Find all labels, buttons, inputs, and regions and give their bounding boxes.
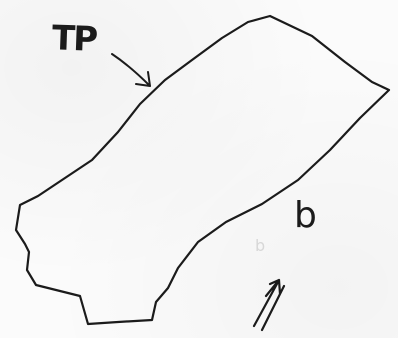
tip-arrow-icon (112, 54, 150, 86)
faint-label-b: b (255, 238, 265, 254)
tip-label: TP (51, 21, 96, 57)
double-arrow-icon (254, 280, 284, 330)
object-outline (16, 16, 389, 324)
side-label-b: b (294, 198, 317, 234)
